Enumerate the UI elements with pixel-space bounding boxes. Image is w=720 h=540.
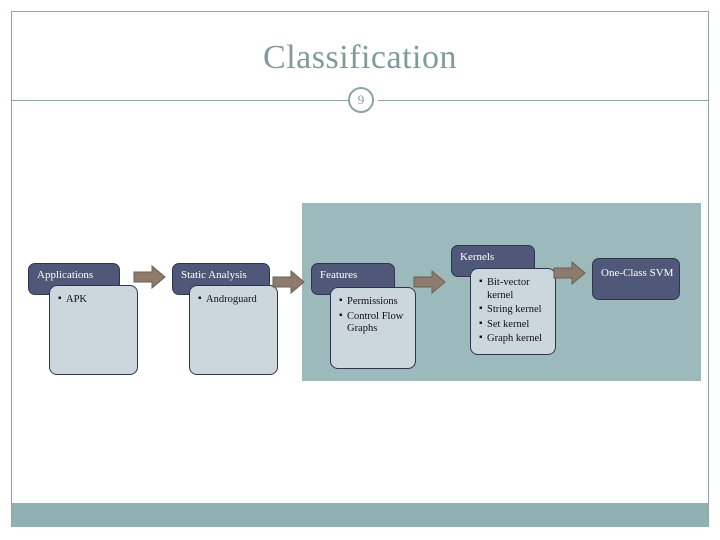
- list-item: Androguard: [198, 293, 271, 307]
- list-item: APK: [58, 293, 131, 307]
- title-divider-right: [378, 100, 708, 101]
- page-number-badge: 9: [348, 87, 374, 113]
- stage-header-label: Static Analysis: [181, 269, 247, 281]
- page-title: Classification: [263, 39, 457, 76]
- list-item: Bit-vector kernel: [479, 276, 549, 302]
- title-divider-left: [12, 100, 350, 101]
- arrow-features-to-kernels: [413, 270, 446, 294]
- list-item: Permissions: [339, 295, 409, 309]
- arrow-kernels-to-classifier: [553, 261, 586, 285]
- stage-item-list: Permissions Control Flow Graphs: [339, 295, 409, 336]
- stage-header-label: Applications: [37, 269, 94, 281]
- stage-item-list: Bit-vector kernel String kernel Set kern…: [479, 276, 549, 346]
- footer-accent-bar: [12, 503, 708, 527]
- stage-body-static-analysis[interactable]: Androguard: [189, 285, 278, 375]
- stage-header-label: Features: [320, 269, 358, 281]
- list-item: Graph kernel: [479, 332, 549, 346]
- list-item: Control Flow Graphs: [339, 310, 409, 336]
- stage-header-label: One-Class SVM: [601, 267, 674, 279]
- list-item: String kernel: [479, 303, 549, 317]
- arrow-applications-to-static-analysis: [133, 265, 166, 289]
- stage-body-applications[interactable]: APK: [49, 285, 138, 375]
- arrow-static-analysis-to-features: [272, 270, 305, 294]
- stage-body-features[interactable]: Permissions Control Flow Graphs: [330, 287, 416, 369]
- stage-header-label: Kernels: [460, 251, 495, 263]
- stage-item-list: Androguard: [198, 293, 271, 307]
- list-item: Set kernel: [479, 318, 549, 332]
- stage-box-classifier[interactable]: One-Class SVM: [592, 258, 680, 300]
- stage-body-kernels[interactable]: Bit-vector kernel String kernel Set kern…: [470, 268, 556, 355]
- stage-item-list: APK: [58, 293, 131, 307]
- page-number-label: 9: [357, 92, 365, 107]
